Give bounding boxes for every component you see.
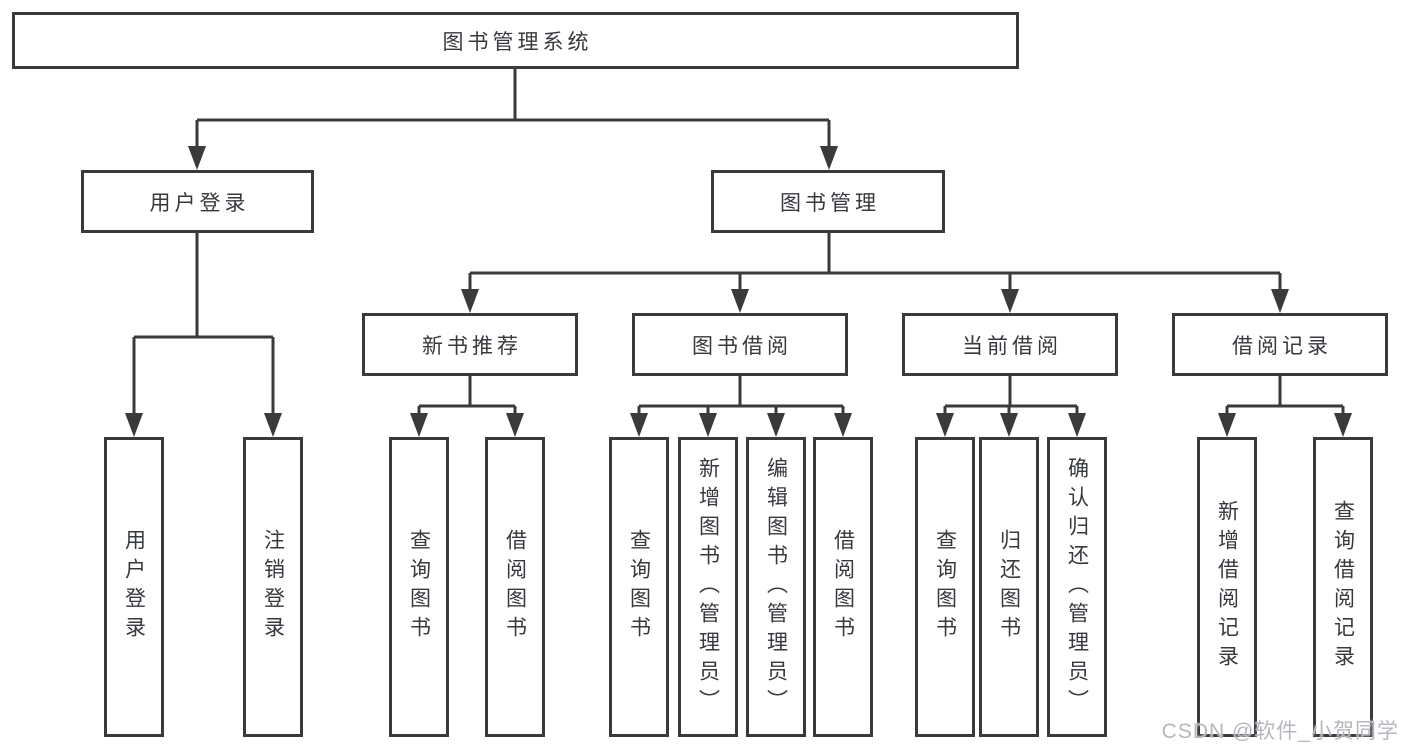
leaf-logout: 注销登录 [243,437,303,737]
arrowhead [410,413,428,437]
arrowhead [125,413,143,437]
leaf-edit-book-admin: 编辑图书（管理员） [746,437,806,737]
arrowhead [461,289,479,313]
node-label: 编辑图书（管理员） [764,456,788,718]
arrowhead [767,413,785,437]
leaf-add-book-admin: 新增图书（管理员） [678,437,738,737]
leaf-borrow-books-recommend: 借阅图书 [485,437,545,737]
arrowhead [1218,413,1236,437]
node-label: 查询图书 [627,529,651,645]
node-current-borrowing: 当前借阅 [902,313,1118,376]
arrowhead [188,146,206,170]
node-label: 借阅记录 [1232,334,1332,358]
leaf-add-borrow-record: 新增借阅记录 [1197,437,1257,737]
node-user-login: 用户登录 [81,170,314,233]
connector-new-book-recommend-children [410,375,524,437]
node-label: 借阅图书 [831,529,855,645]
leaf-return-books: 归还图书 [979,437,1039,737]
arrowhead [1068,413,1086,437]
arrowhead [834,413,852,437]
arrowhead [1334,413,1352,437]
arrowhead [731,289,749,313]
connector-borrowing-records-children [1218,375,1352,437]
arrowhead [1001,289,1019,313]
arrowhead [1271,289,1289,313]
arrowhead [820,146,838,170]
node-library-management-system: 图书管理系统 [12,12,1019,69]
node-label: 归还图书 [997,529,1021,645]
leaf-query-books-borrowing: 查询图书 [609,437,669,737]
connector-current-borrowing-children [936,375,1086,437]
node-label: 查询借阅记录 [1331,500,1355,674]
leaf-user-login: 用户登录 [104,437,164,737]
node-label: 用户登录 [122,529,146,645]
leaf-query-borrow-record: 查询借阅记录 [1313,437,1373,737]
node-label: 用户登录 [149,191,250,215]
node-label: 当前借阅 [962,334,1062,358]
node-label: 新增借阅记录 [1215,500,1239,674]
connector-root-to-level2 [188,68,838,170]
node-label: 新书推荐 [422,334,522,358]
node-label: 确认归还（管理员） [1065,456,1089,718]
leaf-borrow-books-borrowing: 借阅图书 [813,437,873,737]
leaf-query-books-recommend: 查询图书 [389,437,449,737]
connector-book-borrowing-children [630,375,852,437]
node-label: 新增图书（管理员） [696,456,720,718]
node-label: 注销登录 [261,529,285,645]
node-label: 查询图书 [407,529,431,645]
connector-user-login-children [125,233,282,437]
node-book-borrowing: 图书借阅 [632,313,848,376]
arrowhead [1000,413,1018,437]
arrowhead [630,413,648,437]
connector-book-management-children [461,233,1289,313]
node-book-management: 图书管理 [711,170,945,233]
leaf-query-books-current: 查询图书 [915,437,975,737]
node-new-book-recommend: 新书推荐 [362,313,578,376]
node-label: 查询图书 [933,529,957,645]
arrowhead [936,413,954,437]
node-label: 图书管理系统 [442,30,593,54]
node-borrowing-records: 借阅记录 [1172,313,1388,376]
leaf-confirm-return-admin: 确认归还（管理员） [1047,437,1107,737]
arrowhead [699,413,717,437]
arrowhead [264,413,282,437]
node-label: 图书借阅 [692,334,792,358]
node-label: 借阅图书 [503,529,527,645]
node-label: 图书管理 [780,191,880,215]
arrowhead [506,413,524,437]
